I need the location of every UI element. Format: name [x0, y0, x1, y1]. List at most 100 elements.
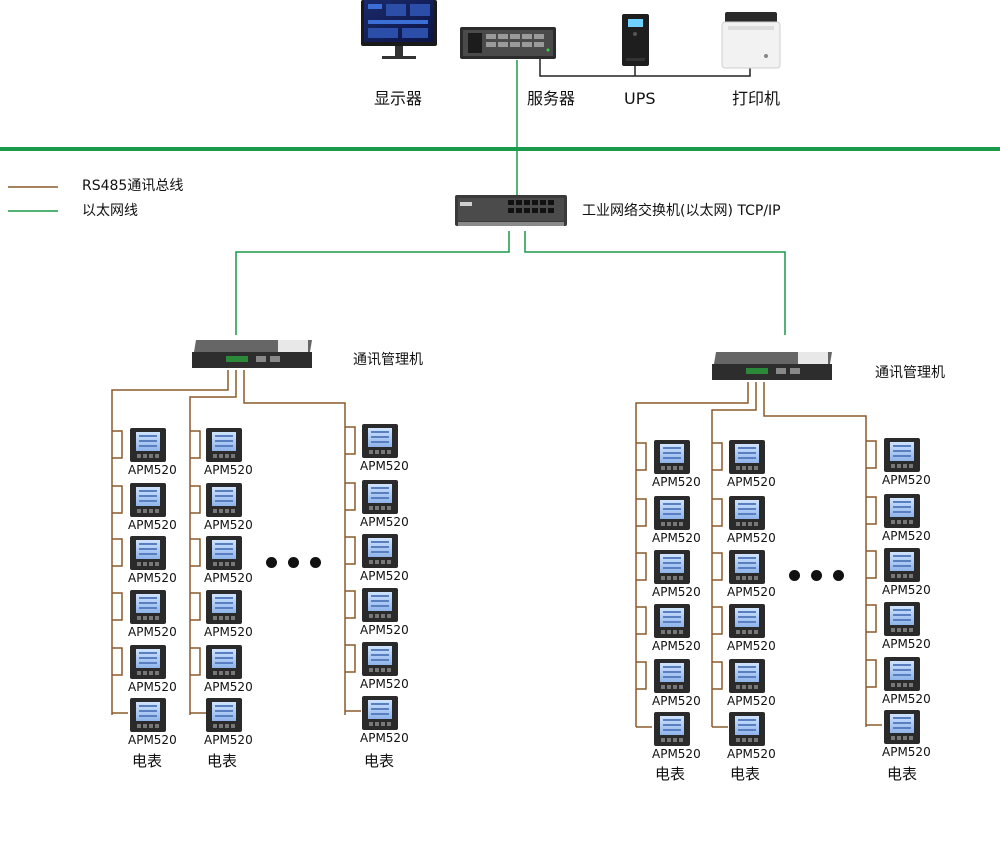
meter-model-label: APM520	[727, 475, 776, 489]
meter-drop-wire	[636, 498, 647, 527]
meter-icon	[884, 657, 920, 691]
meter-icon	[362, 588, 398, 622]
meter-icon	[206, 483, 242, 517]
server-label: 服务器	[527, 89, 576, 108]
meter-drop-wire	[712, 498, 723, 527]
meter-footer-label: 电表	[364, 752, 395, 770]
meter-icon	[654, 659, 690, 693]
rs485-trunk	[711, 382, 757, 727]
meter-model-label: APM520	[128, 733, 177, 747]
meter-drop-wire	[190, 485, 201, 514]
meter-model-label: APM520	[727, 694, 776, 708]
meter-model-label: APM520	[128, 463, 177, 477]
meter-icon	[130, 645, 166, 679]
meter-icon	[729, 550, 765, 584]
meter-model-label: APM520	[652, 694, 701, 708]
switch-icon	[455, 195, 567, 226]
left-gateway-icon	[192, 340, 312, 368]
meter-model-label: APM520	[882, 637, 931, 651]
meter-icon	[206, 536, 242, 570]
legend-ethernet-label: 以太网线	[82, 203, 138, 219]
meter-icon	[884, 548, 920, 582]
ellipsis-dot	[811, 570, 822, 581]
meter-drop-wire	[112, 430, 123, 459]
meter-model-label: APM520	[360, 569, 409, 583]
meter-drop-wire	[866, 604, 877, 633]
meter-model-label: APM520	[652, 475, 701, 489]
meter-drop-wire	[190, 592, 201, 621]
meter-icon	[654, 440, 690, 474]
meter-icon	[654, 550, 690, 584]
meter-icon	[729, 712, 765, 746]
meter-icon	[362, 696, 398, 730]
printer-icon	[721, 12, 781, 69]
meter-footer-label: 电表	[887, 765, 918, 783]
meter-model-label: APM520	[128, 571, 177, 585]
meter-icon	[206, 645, 242, 679]
rs485-trunk	[189, 370, 237, 715]
meter-drop-wire	[190, 430, 201, 459]
meter-model-label: APM520	[128, 680, 177, 694]
meter-drop-wire	[190, 647, 201, 676]
meter-model-label: APM520	[360, 731, 409, 745]
meter-drop-wire	[636, 552, 647, 581]
rs485-trunk	[111, 370, 229, 715]
meter-drop-wire	[345, 536, 356, 565]
meter-icon	[729, 659, 765, 693]
meter-drop-wire	[636, 661, 647, 690]
meter-drop-wire	[712, 442, 723, 471]
meter-icon	[729, 604, 765, 638]
meter-icon	[206, 590, 242, 624]
ellipsis-dot	[310, 557, 321, 568]
meter-model-label: APM520	[128, 518, 177, 532]
meter-model-label: APM520	[360, 623, 409, 637]
meter-drop-wire	[712, 661, 723, 690]
meter-drop-wire	[866, 440, 877, 469]
meter-icon	[729, 496, 765, 530]
meter-icon	[884, 438, 920, 472]
meter-icon	[654, 604, 690, 638]
meter-icon	[654, 712, 690, 746]
meter-model-label: APM520	[882, 745, 931, 759]
meter-model-label: APM520	[727, 531, 776, 545]
meter-grid	[112, 424, 920, 746]
meter-model-label: APM520	[727, 639, 776, 653]
ups-label: UPS	[624, 89, 656, 108]
meter-icon	[884, 602, 920, 636]
meter-model-label: APM520	[204, 733, 253, 747]
meter-model-label: APM520	[652, 747, 701, 761]
meter-model-label: APM520	[128, 625, 177, 639]
meter-model-label: APM520	[727, 747, 776, 761]
meter-drop-wire	[712, 606, 723, 635]
meter-icon	[362, 424, 398, 458]
meter-drop-wire	[866, 550, 877, 579]
server-to-printer-link	[539, 50, 751, 77]
meter-drop-wire	[345, 590, 356, 619]
meter-model-label: APM520	[882, 529, 931, 543]
meter-icon	[362, 534, 398, 568]
meter-icon	[206, 428, 242, 462]
meter-drop-wire	[636, 442, 647, 471]
meter-model-label: APM520	[727, 585, 776, 599]
rs485-trunk	[635, 382, 749, 727]
meter-model-label: APM520	[204, 463, 253, 477]
meter-model-label: APM520	[882, 692, 931, 706]
ethernet-backbone	[0, 147, 1000, 151]
meter-drop-wire	[112, 538, 123, 567]
ellipsis-dot	[789, 570, 800, 581]
meter-icon	[884, 494, 920, 528]
ellipsis-dot	[833, 570, 844, 581]
meter-footer-label: 电表	[207, 752, 238, 770]
meter-model-label: APM520	[204, 518, 253, 532]
meter-model-label: APM520	[204, 571, 253, 585]
meter-icon	[130, 428, 166, 462]
meter-icon	[130, 483, 166, 517]
rs485-trunk	[243, 370, 346, 715]
meter-icon	[130, 590, 166, 624]
meter-drop-wire	[112, 592, 123, 621]
meter-model-label: APM520	[360, 677, 409, 691]
meter-icon	[362, 480, 398, 514]
meter-footer-label: 电表	[655, 765, 686, 783]
ups-icon	[622, 14, 649, 66]
meter-drop-wire	[636, 606, 647, 635]
